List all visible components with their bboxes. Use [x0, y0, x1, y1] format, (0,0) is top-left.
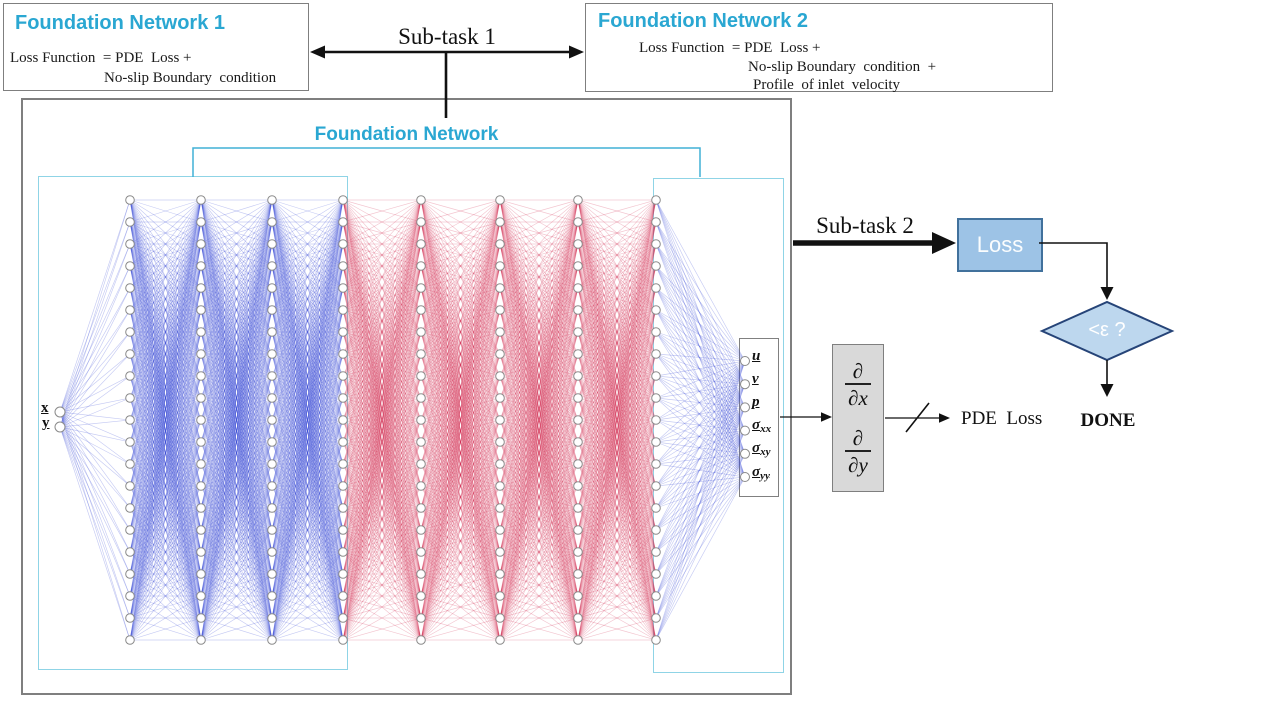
- done-label: DONE: [1080, 410, 1136, 431]
- decision-to-done-arrow: [1100, 360, 1114, 397]
- derivative-operator-box: ∂ ∂x ∂ ∂y: [832, 344, 884, 492]
- input-label-x: x: [41, 400, 49, 416]
- subtask2-label: Sub-task 2: [816, 213, 914, 238]
- input-label-y: y: [42, 415, 50, 431]
- d-dx-denominator: ∂x: [848, 385, 868, 410]
- network-blue-section-box: [38, 176, 348, 670]
- derivative-to-pde-arrow: [885, 402, 950, 433]
- fn2-loss-line-1: Loss Function = PDE Loss +: [639, 40, 821, 56]
- loss-node-label: Loss: [976, 232, 1024, 257]
- d-dy-denominator: ∂y: [848, 453, 868, 478]
- pde-loss-label: PDE Loss: [961, 408, 1043, 429]
- epsilon-decision-label: <ε ?: [1088, 319, 1126, 341]
- foundation-network-1-box: Foundation Network 1 Loss Function = PDE…: [3, 3, 309, 91]
- output-label-v: v: [752, 371, 759, 387]
- fn2-loss-line-3: Profile of inlet velocity: [753, 77, 901, 93]
- fn1-title: Foundation Network 1: [15, 12, 225, 34]
- loss-to-decision-connector: [1039, 242, 1114, 300]
- output-label-sigma-yy: σyy: [752, 464, 770, 482]
- fn1-loss-line-1: Loss Function = PDE Loss +: [10, 50, 192, 66]
- output-label-p: p: [752, 394, 760, 410]
- output-label-sigma-xy: σxy: [752, 440, 771, 458]
- d-dx-numerator: ∂: [844, 359, 872, 385]
- loss-node: Loss: [957, 218, 1043, 272]
- foundation-network-2-box: Foundation Network 2 Loss Function = PDE…: [585, 3, 1053, 93]
- foundation-network-title: Foundation Network: [314, 124, 499, 145]
- fn2-title: Foundation Network 2: [598, 10, 808, 32]
- fn2-loss-line-2: No-slip Boundary condition +: [748, 59, 937, 75]
- output-label-sigma-xx: σxx: [752, 417, 772, 435]
- d-dy-fraction: ∂ ∂y: [844, 426, 872, 478]
- subtask1-label: Sub-task 1: [398, 24, 496, 49]
- d-dx-fraction: ∂ ∂x: [844, 359, 872, 410]
- d-dy-numerator: ∂: [844, 426, 872, 453]
- output-label-u: u: [752, 348, 761, 364]
- fn1-loss-line-2: No-slip Boundary condition: [104, 70, 277, 86]
- bus-slash-mark: [905, 402, 930, 433]
